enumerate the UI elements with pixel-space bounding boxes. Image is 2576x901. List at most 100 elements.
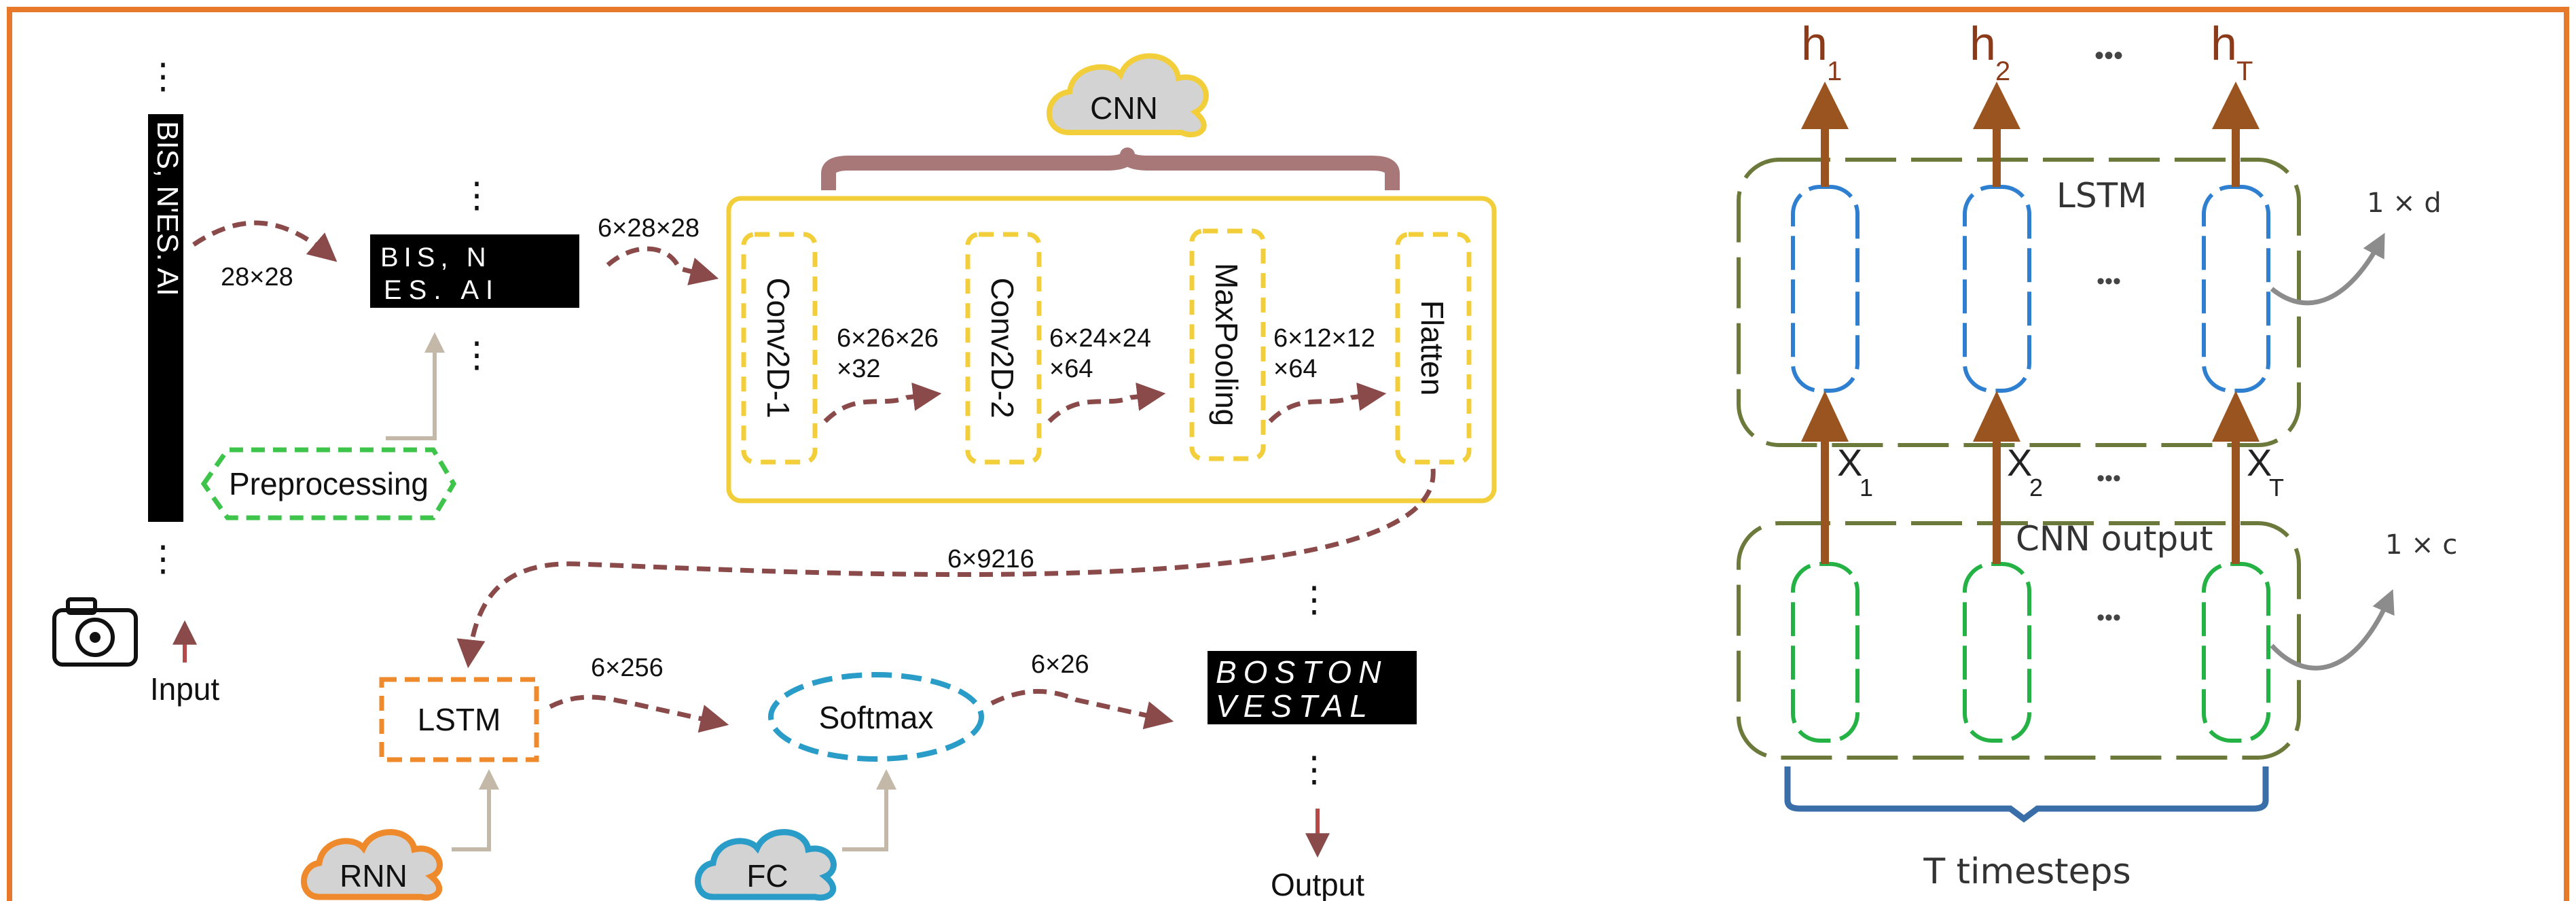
cnn-container xyxy=(726,196,1497,504)
flatten-label: Flatten xyxy=(1415,300,1450,396)
conv2-to-maxpool-arrow xyxy=(1047,383,1166,423)
dim-bottom-label: 1 × c xyxy=(2385,529,2457,561)
svg-text:h: h xyxy=(2211,17,2237,70)
shape-label-2-line2: ×64 xyxy=(1049,355,1093,383)
cnn-cloud-label: CNN xyxy=(1090,90,1158,126)
softmax-section: Softmax 6×26 FC xyxy=(695,650,1174,901)
preprocess-top-dots: ⋮ xyxy=(459,176,494,215)
rnn-cloud-label: RNN xyxy=(340,858,407,894)
output-image-line2: VESTAL xyxy=(1216,688,1374,724)
input-top-dots: ⋮ xyxy=(145,57,181,96)
cnn-cell-t xyxy=(2202,562,2270,743)
softmax-ellipse xyxy=(768,672,984,762)
x-label-1: X 1 xyxy=(1837,441,1873,501)
svg-text:1: 1 xyxy=(1860,474,1873,501)
preprocess-image-line1: BIS, N xyxy=(380,243,492,272)
camera-icon xyxy=(52,597,138,667)
lstm-group-box xyxy=(1737,158,2301,447)
lstm-cell-1 xyxy=(1791,185,1860,393)
h-arrow-1 xyxy=(1801,82,1849,187)
fc-up-arrow xyxy=(842,769,896,851)
input-strip xyxy=(148,114,183,522)
preprocessing-section: ⋮ BIS, N ES. AI ⋮ Preprocessing 6×28×28 xyxy=(200,176,719,520)
lstm-out-label: 6×256 xyxy=(591,654,664,682)
svg-text:T: T xyxy=(2269,474,2284,501)
softmax-label: Softmax xyxy=(819,700,934,735)
cnn-cloud: CNN xyxy=(1047,53,1209,138)
svg-text:X: X xyxy=(1837,441,1862,484)
input-size-label: 28×28 xyxy=(221,263,293,292)
x-label-t: X T xyxy=(2247,441,2284,501)
preprocess-to-cnn-arrow xyxy=(606,246,719,285)
lstm-cell-t xyxy=(2202,185,2270,393)
conv2d-1-label: Conv2D-1 xyxy=(761,277,796,418)
softmax-to-output-arrow xyxy=(990,689,1174,730)
maxpooling-label: MaxPooling xyxy=(1209,263,1244,426)
lstm-section: LSTM 6×256 RNN xyxy=(301,654,729,901)
svg-text:X: X xyxy=(2247,441,2272,484)
output-top-dots: ⋮ xyxy=(1296,580,1332,620)
conv2d-2-label: Conv2D-2 xyxy=(985,277,1020,418)
input-strip-text: BIS, N'ES. AI xyxy=(151,121,184,296)
h-label-2: h 2 xyxy=(1970,17,2010,86)
dim-top-arrow xyxy=(2270,232,2385,306)
timesteps-bracket xyxy=(1784,766,2269,823)
input-bottom-dots: ⋮ xyxy=(145,540,181,579)
preprocess-bottom-dots: ⋮ xyxy=(459,336,494,375)
cnn-output-group-box xyxy=(1737,521,2301,760)
svg-text:2: 2 xyxy=(1995,56,2010,86)
fc-cloud-label: FC xyxy=(746,858,788,894)
dim-top-label: 1 × d xyxy=(2367,188,2442,219)
rnn-cloud: RNN xyxy=(301,829,443,901)
preprocess-up-arrow xyxy=(386,332,445,440)
softmax-out-label: 6×26 xyxy=(1031,650,1089,679)
cnn-layer-flatten: Flatten xyxy=(1395,232,1472,465)
output-image-line1: BOSTON xyxy=(1216,654,1387,690)
x-arrow-t xyxy=(2212,391,2260,564)
dim-bottom-arrow xyxy=(2270,589,2395,671)
preprocess-out-size-label: 6×28×28 xyxy=(598,214,700,243)
cnn-cell-2 xyxy=(1963,562,2031,743)
cnn-layer-conv2d-1: Conv2D-1 xyxy=(741,232,818,465)
preprocess-image-line2: ES. AI xyxy=(384,275,500,305)
svg-text:X: X xyxy=(2007,441,2032,484)
shape-label-2-line1: 6×24×24 xyxy=(1049,324,1151,353)
shape-label-3-line2: ×64 xyxy=(1273,355,1317,383)
preprocessing-label: Preprocessing xyxy=(229,466,429,501)
h-arrow-2 xyxy=(1973,82,2020,187)
preprocessing-hexagon xyxy=(200,447,457,520)
output-bottom-dots: ⋮ xyxy=(1296,750,1332,790)
conv1-to-conv2-arrow xyxy=(823,383,942,423)
lstm-cell-2 xyxy=(1963,185,2031,393)
timesteps-label: T timesteps xyxy=(1923,851,2130,892)
shape-label-1-line2: ×32 xyxy=(837,355,880,383)
shape-label-1-line1: 6×26×26 xyxy=(837,324,939,353)
cnn-brace xyxy=(821,147,1400,190)
lstm-box-label: LSTM xyxy=(418,702,501,737)
input-section: ⋮ BIS, N'ES. AI ⋮ 28×28 Input xyxy=(52,57,338,707)
h-arrow-t xyxy=(2212,82,2260,187)
cnn-output-label: CNN output xyxy=(2016,519,2213,559)
cnn-section: CNN Conv2D-1 Conv2D-2 MaxPooling Flatten… xyxy=(456,53,1497,669)
fc-cloud: FC xyxy=(695,829,837,901)
maxpool-to-flatten-arrow xyxy=(1268,383,1387,423)
h-ellipsis: ••• xyxy=(2094,41,2123,71)
flatten-out-label: 6×9216 xyxy=(947,545,1034,573)
cnn-output-ellipsis: ••• xyxy=(2097,605,2121,631)
svg-text:h: h xyxy=(1801,17,1828,70)
lstm-to-softmax-arrow xyxy=(549,694,729,733)
lstm-group-label: LSTM xyxy=(2056,176,2147,215)
x-ellipsis: ••• xyxy=(2097,465,2121,491)
lstm-ellipsis: ••• xyxy=(2097,268,2121,294)
output-image xyxy=(1208,651,1417,724)
svg-text:2: 2 xyxy=(2029,474,2043,501)
rnn-diagram: h 1 h 2 ••• h T LSTM ••• xyxy=(1737,17,2457,892)
flatten-to-lstm-arrow xyxy=(456,468,1436,669)
h-label-t: h T xyxy=(2211,17,2253,86)
x-arrow-2 xyxy=(1973,391,2020,564)
svg-text:h: h xyxy=(1970,17,1996,70)
svg-text:1: 1 xyxy=(1827,56,1842,86)
lstm-box xyxy=(379,677,539,762)
output-label: Output xyxy=(1271,867,1364,901)
cnn-cell-1 xyxy=(1791,562,1860,743)
